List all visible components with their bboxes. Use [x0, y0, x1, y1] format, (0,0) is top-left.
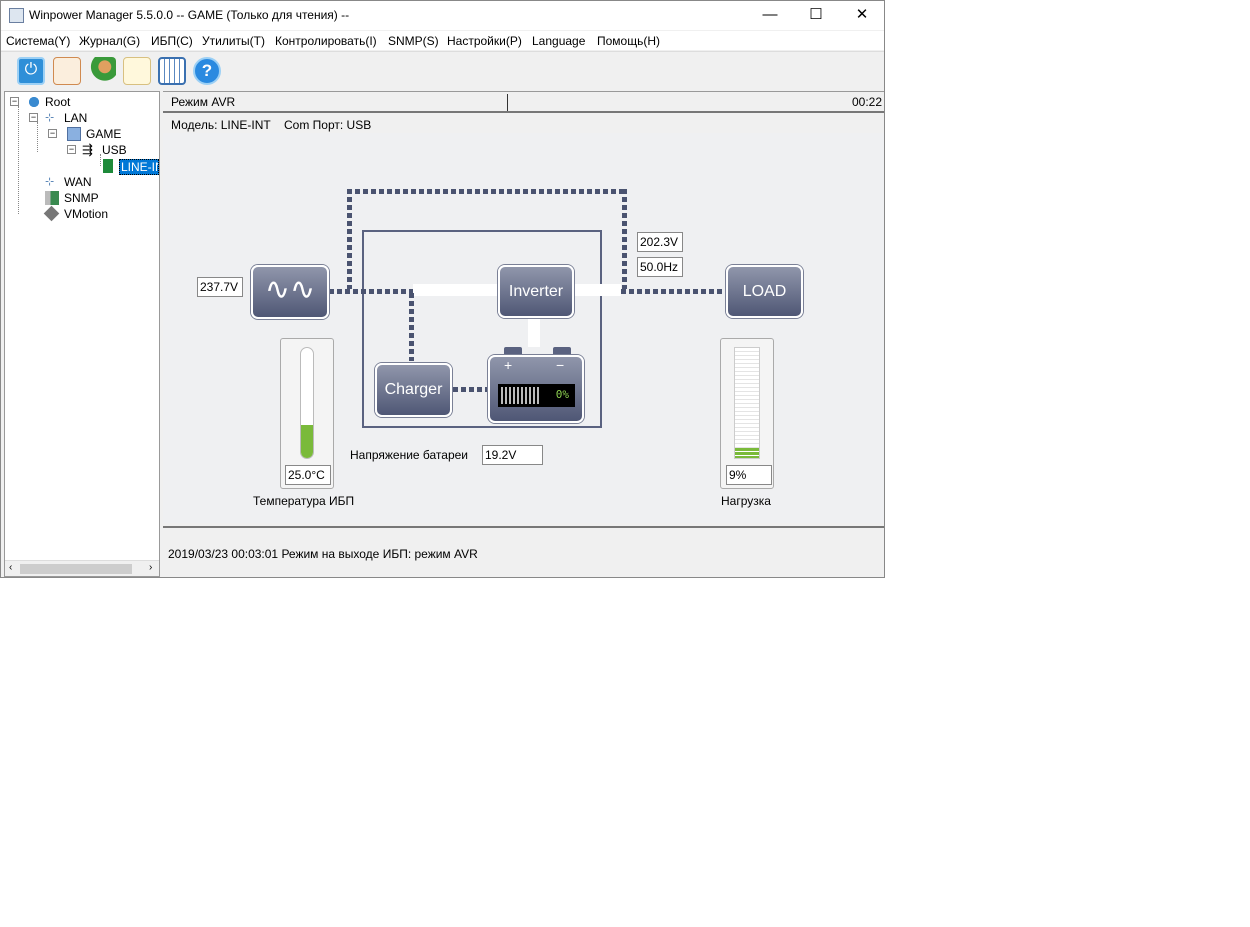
- title-bar: Winpower Manager 5.5.0.0 -- GAME (Только…: [1, 1, 884, 30]
- close-button[interactable]: ✕: [855, 6, 869, 23]
- app-window: Winpower Manager 5.5.0.0 -- GAME (Только…: [0, 0, 885, 578]
- menu-snmp[interactable]: SNMP(S): [388, 34, 439, 48]
- event-message: 2019/03/23 00:03:01 Режим на выходе ИБП:…: [168, 547, 478, 561]
- battery-gauge: 0%: [498, 384, 575, 407]
- bypass-line: [347, 189, 627, 194]
- tree-item-snmp[interactable]: SNMP: [64, 191, 99, 205]
- help-icon[interactable]: ?: [193, 57, 221, 85]
- device-tree: − Root − ⊹ LAN − GAME − ⇶ USB LINE-INT ⊹…: [4, 91, 160, 577]
- vmotion-icon: [43, 205, 60, 222]
- tree-item-usb[interactable]: USB: [102, 143, 127, 157]
- inverter-input-line: [413, 284, 499, 296]
- menu-ups[interactable]: ИБП(C): [151, 34, 193, 48]
- user-icon[interactable]: [88, 57, 116, 85]
- load-fill: [735, 448, 759, 458]
- charger-battery-line: [453, 387, 487, 392]
- list-icon[interactable]: [123, 57, 151, 85]
- battery-terminal: [504, 347, 522, 357]
- inverter-block: Inverter: [498, 265, 574, 318]
- network-icon: ⊹: [45, 176, 55, 188]
- load-label: Нагрузка: [721, 494, 771, 508]
- scroll-right-icon[interactable]: ›: [149, 562, 153, 573]
- model-text: Модель: LINE-INT: [171, 118, 271, 132]
- inverter-battery-line: [528, 317, 540, 347]
- collapse-game[interactable]: −: [48, 128, 57, 138]
- menu-system[interactable]: Система(Y): [6, 34, 71, 48]
- scroll-left-icon[interactable]: ‹: [9, 562, 13, 573]
- load-block: LOAD: [726, 265, 803, 318]
- event-bar: 2019/03/23 00:03:01 Режим на выходе ИБП:…: [163, 526, 884, 566]
- input-line: [329, 289, 413, 294]
- tree-item-vmotion[interactable]: VMotion: [64, 207, 109, 221]
- power-flow-diagram: ∿∿ Inverter LOAD Charger + − 0% 237.7V 2…: [163, 133, 884, 523]
- menu-language[interactable]: Language: [532, 34, 586, 48]
- charger-block: Charger: [375, 363, 452, 417]
- snmp-icon: [45, 191, 59, 205]
- menu-utilities[interactable]: Утилиты(T): [202, 34, 265, 48]
- ups-box: [362, 230, 602, 428]
- mode-text: Режим AVR: [171, 95, 236, 109]
- load-value: 9%: [726, 465, 772, 485]
- menu-bar: Система(Y) Журнал(G) ИБП(C) Утилиты(T) К…: [1, 31, 884, 50]
- input-voltage: 237.7V: [197, 277, 243, 297]
- output-voltage: 202.3V: [637, 232, 683, 252]
- temperature-gauge: 25.0°C: [280, 338, 334, 489]
- tree-item-ups[interactable]: LINE-INT: [119, 159, 159, 175]
- schedule-icon[interactable]: [53, 57, 81, 85]
- bypass-line: [347, 189, 352, 289]
- tree-item-wan[interactable]: WAN: [64, 175, 92, 189]
- collapse-root[interactable]: −: [10, 96, 19, 106]
- time-text: 00:22: [851, 95, 882, 109]
- battery-block: + − 0%: [488, 355, 584, 423]
- tree-item-root[interactable]: Root: [45, 95, 71, 109]
- menu-help[interactable]: Помощь(H): [597, 34, 661, 48]
- battery-voltage-label: Напряжение батареи: [350, 448, 469, 462]
- menu-journal[interactable]: Журнал(G): [79, 34, 141, 48]
- load-gauge: 9%: [720, 338, 774, 489]
- ups-icon: [103, 159, 113, 173]
- battery-minus: −: [556, 357, 565, 373]
- temperature-value: 25.0°C: [285, 465, 331, 485]
- scrollbar-thumb[interactable]: [20, 564, 132, 574]
- network-icon: ⊹: [45, 112, 55, 124]
- tree-item-game[interactable]: GAME: [86, 127, 122, 141]
- battery-plus: +: [504, 357, 513, 373]
- menu-settings[interactable]: Настройки(P): [447, 34, 522, 48]
- root-icon: [27, 95, 41, 109]
- collapse-lan[interactable]: −: [29, 112, 38, 122]
- ac-input-icon: ∿∿: [251, 265, 329, 319]
- horizontal-scrollbar[interactable]: ‹ ›: [5, 560, 159, 576]
- temperature-fill: [301, 425, 313, 458]
- temperature-label: Температура ИБП: [253, 494, 355, 508]
- minimize-button[interactable]: —: [762, 6, 778, 23]
- output-line: [621, 289, 725, 294]
- menu-monitor[interactable]: Контролировать(I): [275, 34, 377, 48]
- maximize-button[interactable]: ☐: [809, 6, 823, 23]
- battery-terminal: [553, 347, 571, 357]
- usb-icon: ⇶: [82, 142, 93, 157]
- computer-icon: [67, 127, 81, 141]
- battery-percent: 0%: [555, 388, 569, 401]
- status-header: Режим AVR 00:22: [163, 91, 884, 113]
- table-icon[interactable]: [158, 57, 186, 85]
- tree-item-lan[interactable]: LAN: [64, 111, 88, 125]
- power-icon[interactable]: ⏻: [17, 57, 45, 85]
- app-icon: [9, 8, 24, 23]
- battery-voltage: 19.2V: [482, 445, 543, 465]
- ups-panel: Режим AVR 00:22 Модель: LINE-INT Com Пор…: [163, 91, 884, 577]
- charger-line: [409, 293, 414, 361]
- collapse-usb[interactable]: −: [67, 144, 76, 154]
- toolbar: ⏻ ?: [1, 51, 884, 90]
- window-title: Winpower Manager 5.5.0.0 -- GAME (Только…: [29, 8, 350, 22]
- inverter-output-line: [573, 284, 621, 296]
- output-frequency: 50.0Hz: [637, 257, 683, 277]
- port-text: Com Порт: USB: [284, 118, 372, 132]
- bypass-line: [622, 189, 627, 289]
